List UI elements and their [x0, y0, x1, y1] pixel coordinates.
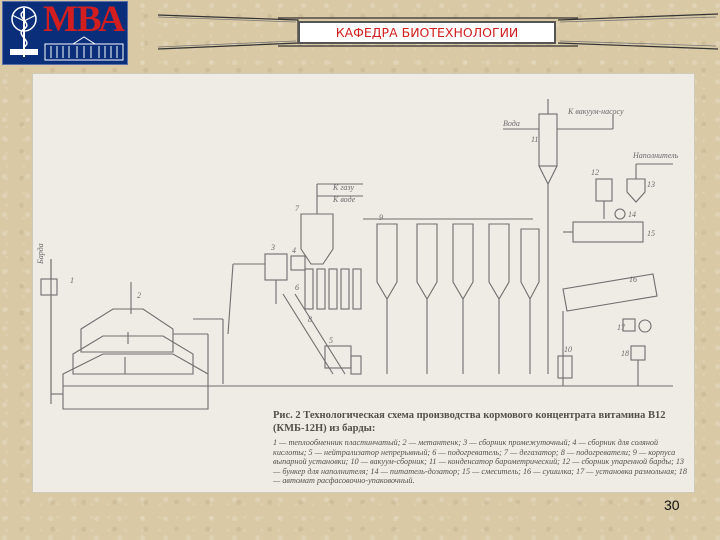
num-17: 17 [617, 323, 626, 332]
num-7: 7 [295, 204, 300, 213]
num-15: 15 [647, 229, 655, 238]
caption-title: Рис. 2 Технологическая схема производств… [273, 410, 666, 434]
label-vacuum: К вакуум-насосу [567, 107, 624, 116]
header-banner [158, 12, 718, 52]
num-13: 13 [647, 180, 655, 189]
page-title: КАФЕДРА БИОТЕХНОЛОГИИ [298, 21, 556, 44]
label-filler: Наполнитель [632, 151, 679, 160]
num-11: 11 [531, 135, 538, 144]
page-number: 30 [664, 497, 680, 513]
num-6: 6 [295, 283, 299, 292]
building-icon [44, 36, 124, 61]
caption-legend: 1 — теплообменник пластинчатый; 2 — мета… [273, 438, 687, 486]
num-2: 2 [137, 291, 141, 300]
label-k-gazu: К газу [332, 183, 355, 192]
num-18: 18 [621, 349, 629, 358]
caduceus-emblem-icon [10, 6, 38, 57]
num-12: 12 [591, 168, 599, 177]
num-1: 1 [70, 276, 74, 285]
num-8: 8 [308, 315, 312, 324]
process-flow-diagram: Барда Вода К вакуум-насосу Наполнитель К… [36, 99, 679, 410]
num-10: 10 [564, 345, 572, 354]
mba-logo: МВА [2, 0, 128, 65]
logo-text: МВА [43, 0, 125, 40]
num-16: 16 [629, 275, 637, 284]
label-k-vode: К воде [332, 195, 356, 204]
num-4: 4 [292, 246, 296, 255]
label-voda: Вода [503, 119, 520, 128]
num-14: 14 [628, 210, 636, 219]
num-9: 9 [379, 213, 383, 222]
figure-caption: Рис. 2 Технологическая схема производств… [273, 409, 693, 486]
label-barda: Барда [36, 243, 45, 265]
process-scheme-figure: Барда Вода К вакуум-насосу Наполнитель К… [32, 73, 695, 493]
num-5: 5 [329, 336, 333, 345]
num-3: 3 [270, 243, 275, 252]
